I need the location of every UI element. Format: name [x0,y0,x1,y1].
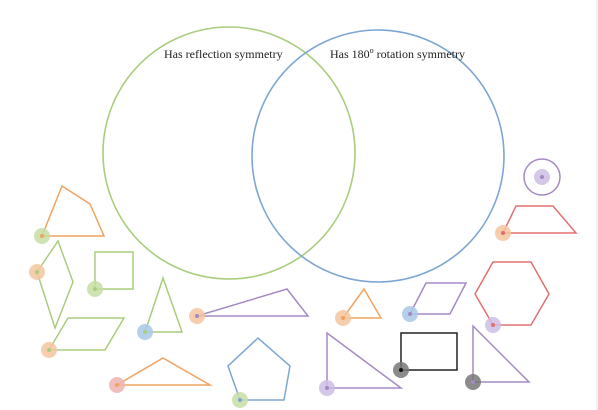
shape-outline [40,184,106,237]
rotation-label-suffix: rotation symmetry [373,47,465,61]
handle-dot [238,398,242,402]
handle-dot [325,386,329,390]
trapezoid-orange-shape[interactable] [34,184,106,244]
shape-outline [472,324,531,383]
rectangle-black-shape[interactable] [393,332,458,378]
handle-dot [40,234,44,238]
shape-outline [474,261,550,326]
right-triangle-purple-shape[interactable] [319,331,404,396]
hexagon-red-shape[interactable] [474,261,550,333]
rotation-symmetry-circle [251,29,505,283]
obtuse-triangle-orange-shape[interactable] [109,357,213,393]
shape-outline [227,336,291,401]
handle-dot [471,380,475,384]
isosceles-triangle-orange-small-shape[interactable] [335,287,383,326]
square-green-shape[interactable] [87,251,134,297]
handle-dot [115,383,119,387]
scalene-triangle-purple-shape[interactable] [189,288,310,324]
shape-outline [408,282,468,315]
circle-purple-shape[interactable] [523,158,561,196]
rotation-symmetry-label: Has 180o rotation symmetry [330,47,465,62]
shape-outline [400,332,458,371]
kite-green-shape[interactable] [29,239,74,331]
handle-dot [540,175,544,179]
shape-outline [341,287,383,319]
right-triangle-purple-steep-shape[interactable] [465,324,531,390]
handle-dot [491,323,495,327]
pentagon-blue-shape[interactable] [227,336,291,408]
handle-dot [501,231,505,235]
parallelogram-green-shape[interactable] [41,317,126,358]
handle-dot [35,270,39,274]
handle-dot [143,330,147,334]
shape-outline [94,251,134,290]
shape-outline [523,158,561,196]
shape-outline [36,239,74,331]
handle-dot [93,287,97,291]
handle-dot [408,312,412,316]
shape-outline [114,357,213,386]
right-edge-divider [596,0,598,410]
shape-outline [143,275,184,333]
shape-outline [501,205,578,234]
handle-dot [195,314,199,318]
handle-dot [399,368,403,372]
parallelogram-purple-shape[interactable] [402,282,468,322]
isosceles-triangle-green-shape[interactable] [137,275,184,340]
handle-dot [341,316,345,320]
shape-outline [196,288,310,317]
shape-outline [47,317,126,351]
shape-outline [326,331,404,389]
degree-superscript: o [369,46,374,55]
trapezoid-red-shape[interactable] [495,205,578,241]
rotation-label-prefix: Has 180 [330,47,370,61]
reflection-symmetry-circle [102,26,356,280]
handle-dot [47,348,51,352]
reflection-symmetry-label: Has reflection symmetry [164,47,283,61]
